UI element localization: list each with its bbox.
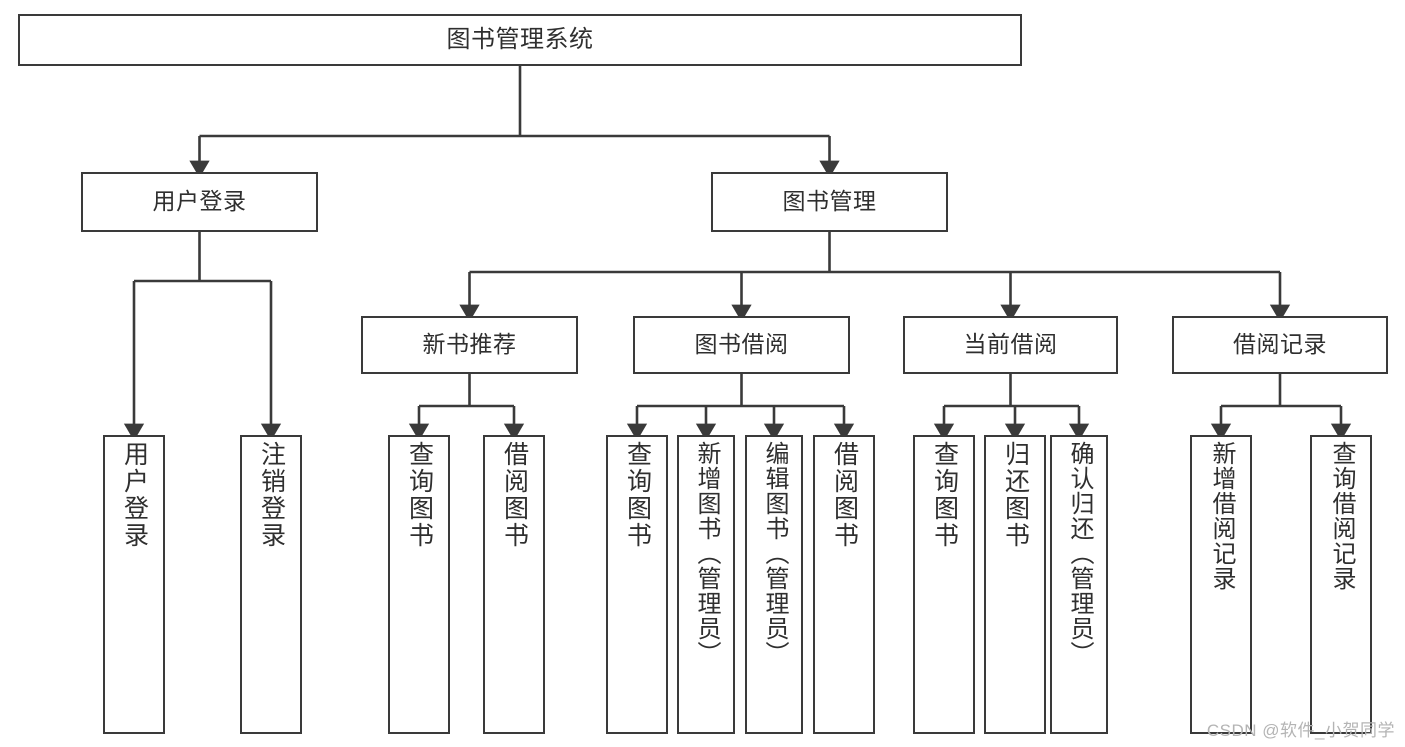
node-label-leaf-rec-borrow: 借阅图书 (500, 441, 529, 549)
node-leaf-borrow-add[interactable]: 新增图书（管理员） (677, 435, 735, 734)
node-leaf-cur-return[interactable]: 归还图书 (984, 435, 1046, 734)
node-label-leaf-user-logout: 注销登录 (257, 441, 286, 549)
node-leaf-rec-borrow[interactable]: 借阅图书 (483, 435, 545, 734)
node-leaf-user-logout[interactable]: 注销登录 (240, 435, 302, 734)
node-leaf-borrow-lend[interactable]: 借阅图书 (813, 435, 875, 734)
node-label-current-borrow: 当前借阅 (963, 331, 1058, 358)
node-label-leaf-borrow-query: 查询图书 (623, 441, 652, 549)
node-label-book-borrow: 图书借阅 (694, 331, 789, 358)
node-label-leaf-cur-confirm: 确认归还（管理员） (1066, 441, 1093, 666)
node-label-leaf-rec-query: 查询图书 (405, 441, 434, 549)
node-label-leaf-cur-return: 归还图书 (1001, 441, 1030, 549)
node-leaf-rec-add[interactable]: 新增借阅记录 (1190, 435, 1252, 734)
node-label-user-login: 用户登录 (152, 188, 247, 215)
node-label-leaf-cur-query: 查询图书 (930, 441, 959, 549)
node-leaf-cur-query[interactable]: 查询图书 (913, 435, 975, 734)
node-leaf-rec-search[interactable]: 查询借阅记录 (1310, 435, 1372, 734)
node-leaf-rec-query[interactable]: 查询图书 (388, 435, 450, 734)
node-label-leaf-user-login: 用户登录 (120, 441, 149, 549)
node-label-leaf-borrow-add: 新增图书（管理员） (693, 441, 720, 666)
csdn-watermark: CSDN @软件_小贺同学 (1206, 721, 1395, 740)
node-new-book-rec[interactable]: 新书推荐 (361, 316, 578, 374)
node-label-borrow-record: 借阅记录 (1233, 331, 1327, 358)
node-label-leaf-borrow-edit: 编辑图书（管理员） (761, 441, 788, 666)
node-label-new-book-rec: 新书推荐 (422, 331, 517, 358)
node-current-borrow[interactable]: 当前借阅 (903, 316, 1118, 374)
node-leaf-cur-confirm[interactable]: 确认归还（管理员） (1050, 435, 1108, 734)
node-label-leaf-rec-add: 新增借阅记录 (1208, 441, 1235, 591)
node-leaf-borrow-query[interactable]: 查询图书 (606, 435, 668, 734)
node-label-book-manage: 图书管理 (782, 188, 877, 215)
node-label-leaf-borrow-lend: 借阅图书 (830, 441, 859, 549)
node-book-borrow[interactable]: 图书借阅 (633, 316, 850, 374)
node-label-leaf-rec-search: 查询借阅记录 (1328, 441, 1355, 591)
node-user-login[interactable]: 用户登录 (81, 172, 318, 232)
node-leaf-borrow-edit[interactable]: 编辑图书（管理员） (745, 435, 803, 734)
node-root[interactable]: 图书管理系统 (18, 14, 1022, 66)
node-label-root: 图书管理系统 (446, 25, 594, 53)
node-leaf-user-login[interactable]: 用户登录 (103, 435, 165, 734)
node-borrow-record[interactable]: 借阅记录 (1172, 316, 1388, 374)
node-book-manage[interactable]: 图书管理 (711, 172, 948, 232)
